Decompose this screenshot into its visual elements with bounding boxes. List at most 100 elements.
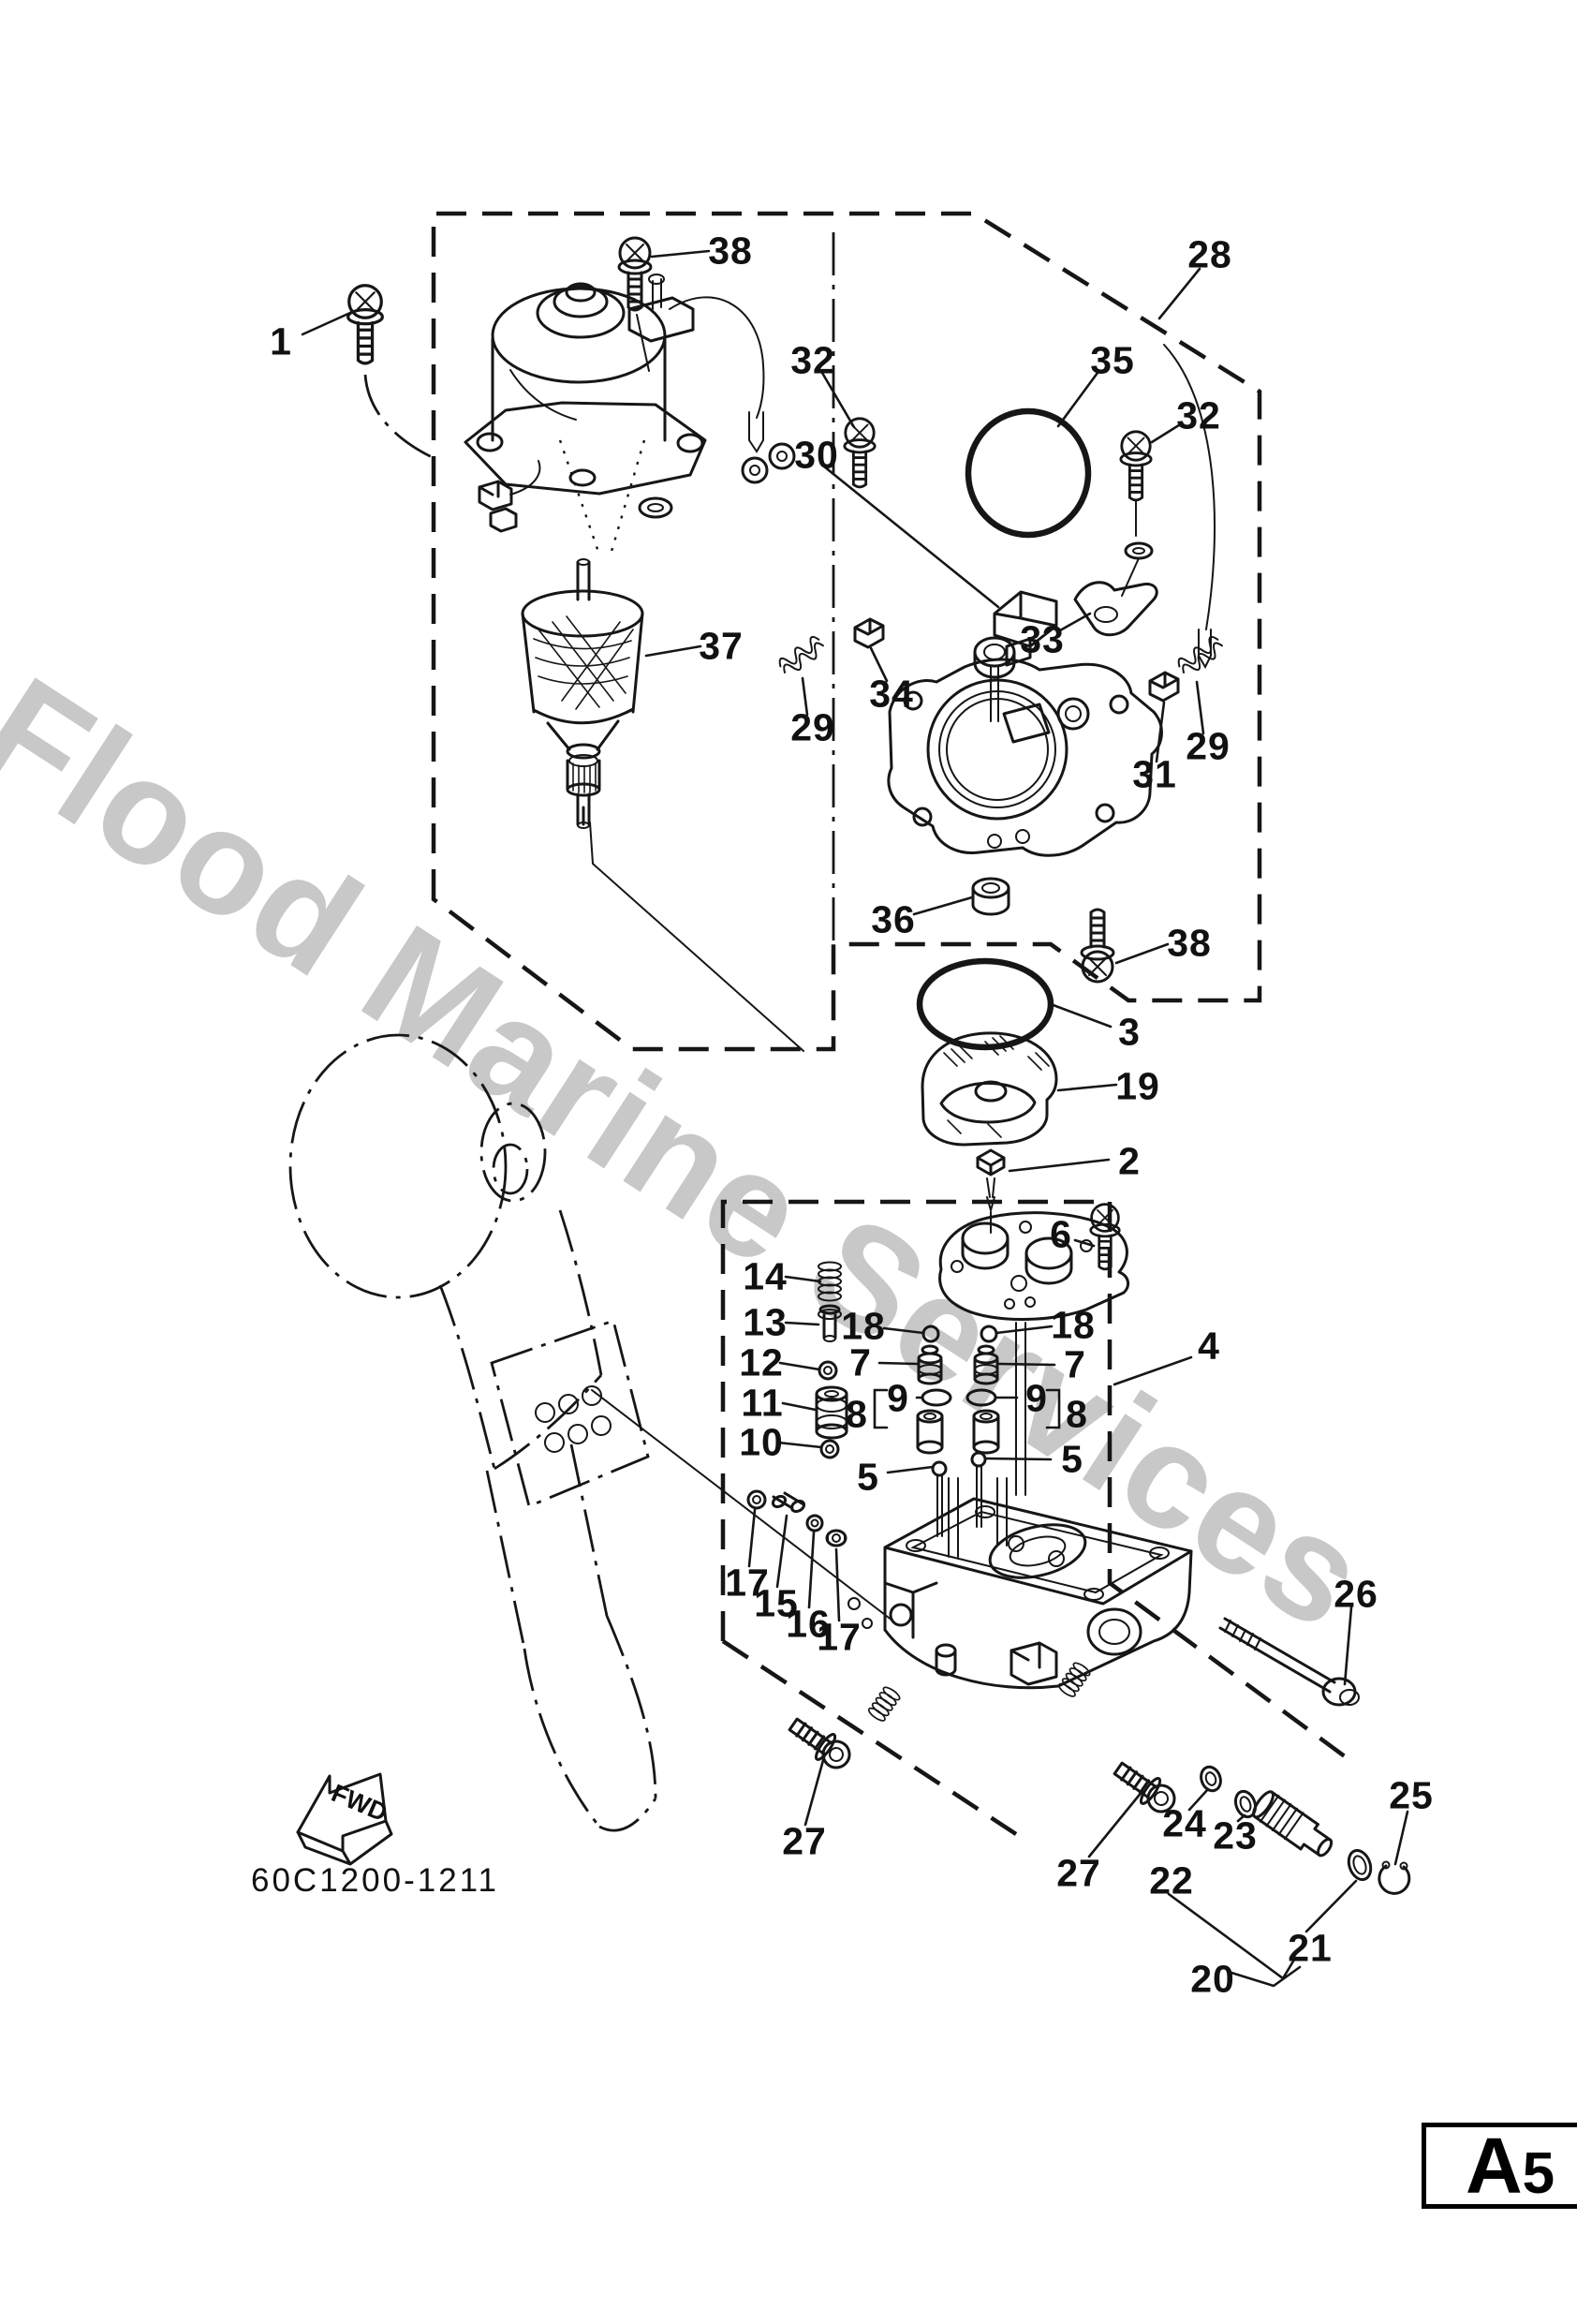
- callout-17: 17: [725, 1561, 770, 1605]
- callout-37: 37: [699, 624, 744, 668]
- ball-18-left: [921, 1325, 940, 1343]
- ball-18-right: [980, 1325, 998, 1343]
- motor-body: [464, 282, 707, 555]
- callout-29: 29: [1186, 724, 1231, 768]
- callout-19: 19: [1115, 1064, 1160, 1108]
- callout-27: 27: [782, 1819, 827, 1863]
- callout-30: 30: [794, 433, 839, 477]
- seat-8-left: [916, 1409, 944, 1455]
- snap-ring-25: [1378, 1860, 1411, 1895]
- spring-29-left: [778, 635, 824, 674]
- filter-plate-19: [921, 1031, 1058, 1147]
- washer-24: [1200, 1765, 1222, 1793]
- callout-32: 32: [1176, 393, 1221, 437]
- sleeve-15: [771, 1491, 806, 1514]
- motor-terminal: [627, 274, 695, 343]
- manifold-body: [883, 1497, 1193, 1690]
- brush-34: [853, 617, 885, 649]
- callout-38: 38: [1167, 921, 1212, 965]
- callout-5: 5: [857, 1455, 879, 1499]
- phantom-tilt-unit: [288, 822, 893, 1832]
- callout-29: 29: [790, 705, 835, 749]
- poppet-7-right: [973, 1344, 999, 1385]
- bolt-26: [1218, 1617, 1360, 1707]
- screw-32-left: [843, 417, 877, 489]
- plug-coil-left: [865, 1684, 903, 1724]
- motor-lead-wire: [478, 296, 796, 533]
- valve-2: [976, 1148, 1006, 1214]
- boundary-box-valve: [720, 1199, 1358, 1836]
- oring-9-right: [965, 1388, 997, 1407]
- callout-31: 31: [1132, 752, 1177, 796]
- callout-18: 18: [1051, 1303, 1096, 1347]
- callout-8: 8: [846, 1392, 868, 1436]
- drawing-number: 60C1200-1211: [251, 1862, 499, 1899]
- page-code-text: A5: [1466, 2122, 1555, 2210]
- washer-17-first: [746, 1489, 767, 1510]
- lever-33: [1073, 581, 1158, 637]
- callout-25: 25: [1389, 1773, 1434, 1817]
- callout-33: 33: [1020, 617, 1065, 661]
- callout-28: 28: [1187, 232, 1232, 276]
- oring-10: [819, 1439, 840, 1459]
- bolt-6: [1089, 1203, 1121, 1271]
- oring-3: [916, 957, 1054, 1051]
- pin-5-left: [931, 1460, 948, 1537]
- motor-assembly: [346, 236, 796, 829]
- reservoir-plate: [938, 1211, 1130, 1321]
- screw-1: [346, 284, 384, 365]
- callout-34: 34: [869, 672, 914, 716]
- callout-4: 4: [1198, 1324, 1220, 1368]
- boundary-box-motor: [431, 211, 1262, 1052]
- callout-9: 9: [1025, 1376, 1048, 1420]
- callout-15: 15: [754, 1581, 799, 1625]
- seat-8-right: [972, 1409, 1000, 1455]
- callout-36: 36: [871, 897, 916, 941]
- callout-38: 38: [708, 229, 753, 273]
- page-code-box: A5: [1422, 2123, 1577, 2209]
- callout-11: 11: [741, 1381, 784, 1425]
- callout-9: 9: [887, 1376, 909, 1420]
- valve-assembly: [746, 1203, 1411, 1895]
- callout-12: 12: [739, 1340, 784, 1384]
- spool-11: [815, 1385, 848, 1440]
- armature-37: [521, 558, 644, 829]
- callout-2: 2: [1118, 1139, 1141, 1183]
- callout-1: 1: [270, 319, 292, 363]
- lead-wire-right: [1163, 344, 1216, 670]
- callout-14: 14: [743, 1254, 788, 1298]
- callout-20: 20: [1190, 1957, 1235, 2001]
- callout-6: 6: [1050, 1212, 1072, 1256]
- callout-7: 7: [1064, 1342, 1086, 1386]
- oring-12: [818, 1360, 838, 1381]
- callout-7: 7: [849, 1340, 872, 1384]
- callout-18: 18: [841, 1304, 886, 1348]
- fwd-arrow: FWD: [296, 1772, 393, 1866]
- callout-26: 26: [1334, 1572, 1378, 1616]
- callout-22: 22: [1149, 1858, 1194, 1902]
- oring-35: [965, 407, 1092, 539]
- pump-upper-assembly: [778, 344, 1223, 1214]
- screw-32-right: [1119, 430, 1153, 502]
- poppet-7-left: [917, 1344, 943, 1385]
- callout-23: 23: [1213, 1813, 1258, 1858]
- callout-27: 27: [1056, 1851, 1101, 1895]
- spring-14: [818, 1261, 842, 1302]
- nut-17-second: [825, 1529, 847, 1547]
- bushing-36: [971, 877, 1010, 916]
- callout-3: 3: [1118, 1010, 1141, 1054]
- callout-8: 8: [1066, 1392, 1088, 1436]
- callout-32: 32: [790, 338, 835, 382]
- oring-21: [1347, 1849, 1373, 1881]
- pump-body: [887, 658, 1163, 857]
- callout-5: 5: [1061, 1437, 1083, 1481]
- brush-31: [1148, 671, 1180, 703]
- bearing: [973, 636, 1016, 679]
- spring-29-right: [1177, 635, 1223, 674]
- pin-13: [818, 1304, 842, 1342]
- callout-17: 17: [817, 1615, 862, 1659]
- callout-21: 21: [1288, 1926, 1333, 1970]
- oring-23: [1233, 1789, 1258, 1819]
